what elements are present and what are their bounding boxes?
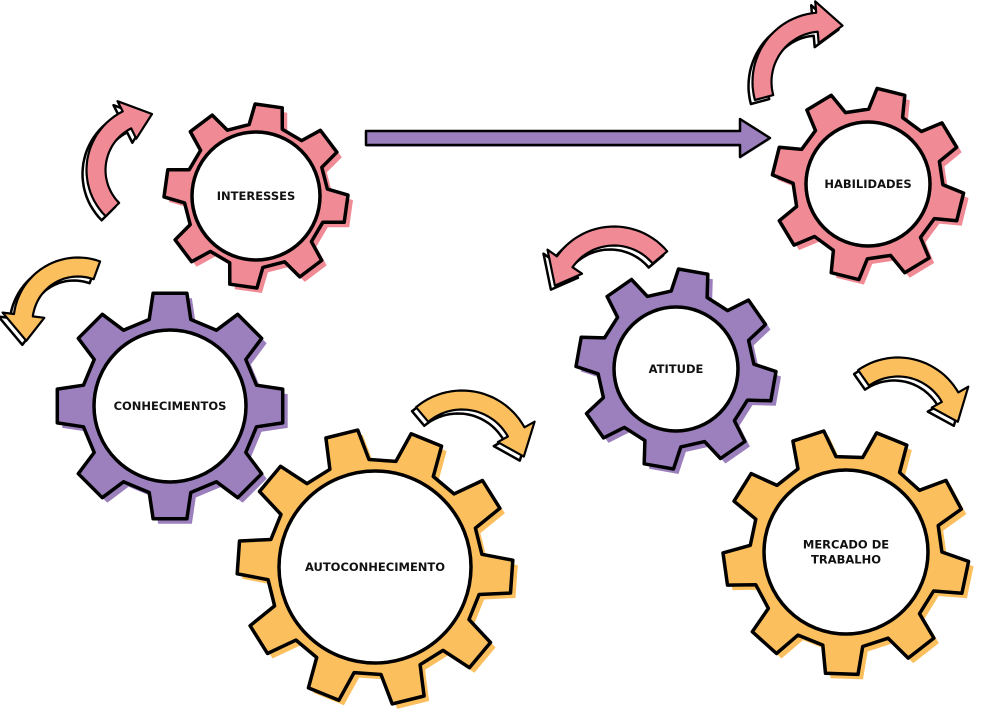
gear-habilidades: HABILIDADES <box>770 86 969 285</box>
curved-arrow-mercado <box>852 356 970 428</box>
gear-interesses-hub <box>190 130 322 262</box>
curved-arrow-autoconhecimento-body <box>414 389 536 458</box>
curved-arrow-habilidades-body <box>751 0 844 102</box>
gear-conhecimentos-label: CONHECIMENTOS <box>114 399 227 413</box>
arrows-layer <box>0 0 970 462</box>
straight-arrow-body <box>364 117 772 159</box>
gear-mercado-hub <box>762 468 930 636</box>
gear-interesses-label: INTERESSES <box>217 189 296 203</box>
gear-autoconhecimento-label: AUTOCONHECIMENTO <box>305 560 445 574</box>
gear-atitude-label: ATITUDE <box>649 362 704 376</box>
gear-habilidades-hub <box>804 120 932 248</box>
gear-autoconhecimento-hub <box>277 469 473 665</box>
gear-atitude-hub <box>612 305 740 433</box>
gear-mercado-label: TRABALHO <box>811 553 881 567</box>
gear-conhecimentos-hub <box>92 328 248 484</box>
curved-arrow-atitude-body <box>546 225 669 287</box>
gear-autoconhecimento: AUTOCONHECIMENTO <box>235 428 518 709</box>
curved-arrow-conhecimentos-body <box>1 256 102 342</box>
curved-arrow-habilidades <box>747 0 844 106</box>
curved-arrow-mercado-body <box>857 356 970 423</box>
curved-arrow-conhecimentos <box>0 256 102 347</box>
gear-interesses: INTERESSES <box>162 102 353 293</box>
curved-arrow-interesses <box>81 100 154 222</box>
gear-mercado-label: MERCADO DE <box>803 538 889 552</box>
gear-habilidades-label: HABILIDADES <box>824 177 911 191</box>
curved-arrow-autoconhecimento <box>410 389 536 462</box>
curved-arrow-atitude <box>542 225 669 291</box>
straight-arrow <box>364 117 772 159</box>
gear-atitude: ATITUDE <box>574 267 781 474</box>
curved-arrow-interesses-body <box>85 100 154 218</box>
gears-layer: INTERESSES HABILIDADES CONHECIMENTOS ATITUD… <box>55 86 974 709</box>
gear-conhecimentos: CONHECIMENTOS <box>55 291 288 524</box>
